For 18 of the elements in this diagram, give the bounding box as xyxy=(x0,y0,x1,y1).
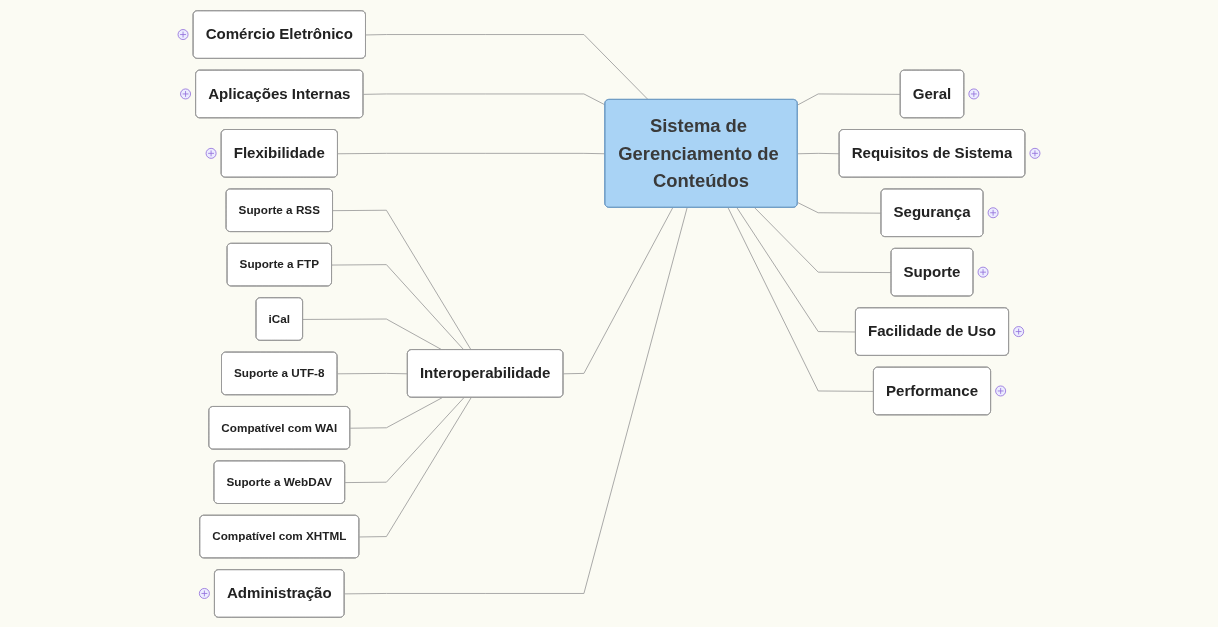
connector xyxy=(344,206,688,594)
connector xyxy=(331,263,465,350)
connector xyxy=(797,201,882,214)
connector xyxy=(365,33,649,100)
connector xyxy=(302,318,443,350)
connector xyxy=(736,206,857,332)
connector xyxy=(337,152,606,154)
connector xyxy=(363,93,606,105)
connector xyxy=(337,372,409,374)
connector xyxy=(797,93,902,105)
connector xyxy=(727,206,875,392)
connector xyxy=(797,152,840,154)
connector xyxy=(332,209,472,350)
connector xyxy=(349,396,443,429)
connector xyxy=(344,396,465,483)
connector xyxy=(358,396,472,537)
connector xyxy=(563,206,674,374)
connector xyxy=(754,206,892,273)
